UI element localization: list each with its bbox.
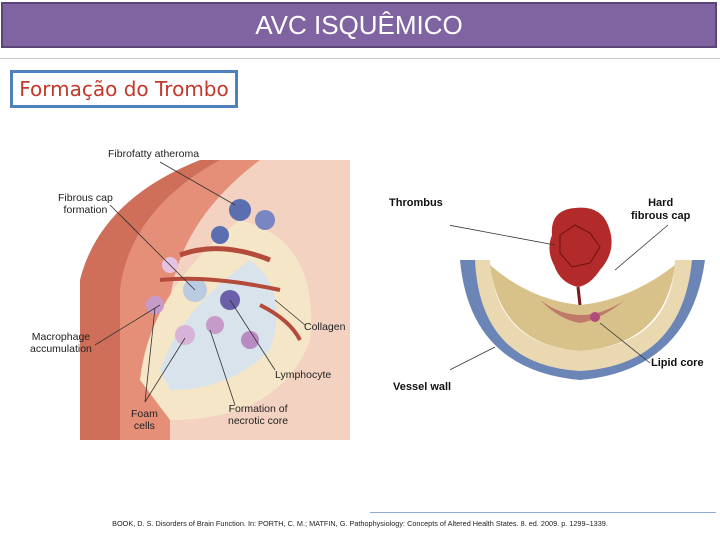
label-thrombus: Thrombus — [389, 197, 443, 209]
label-foam-cells: Foam cells — [131, 408, 158, 432]
thrombus-plaque-illustration — [450, 207, 705, 380]
label-necrotic-core: Formation of necrotic core — [228, 403, 289, 427]
slide-title-bar: AVC ISQUÊMICO — [1, 2, 717, 48]
label-lipid-core: Lipid core — [651, 357, 704, 369]
subtitle-box: Formação do Trombo — [10, 70, 238, 108]
label-macrophage-accumulation: Macrophage accumulation — [30, 331, 92, 355]
label-fibrofatty-atheroma: Fibrofatty atheroma — [108, 148, 200, 160]
footer-divider — [370, 512, 716, 513]
label-lymphocyte: Lymphocyte — [275, 369, 332, 381]
artery-cross-section-illustration — [80, 160, 350, 440]
slide-title: AVC ISQUÊMICO — [255, 9, 463, 40]
subtitle-text: Formação do Trombo — [19, 77, 229, 101]
title-divider — [0, 58, 720, 59]
label-vessel-wall: Vessel wall — [393, 381, 452, 393]
figure-citation: BOOK, D. S. Disorders of Brain Function.… — [112, 519, 608, 528]
label-fibrous-cap-formation: Fibrous cap formation — [58, 192, 113, 216]
label-hard-fibrous-cap: Hard fibrous cap — [631, 197, 691, 222]
label-collagen: Collagen — [304, 321, 346, 333]
